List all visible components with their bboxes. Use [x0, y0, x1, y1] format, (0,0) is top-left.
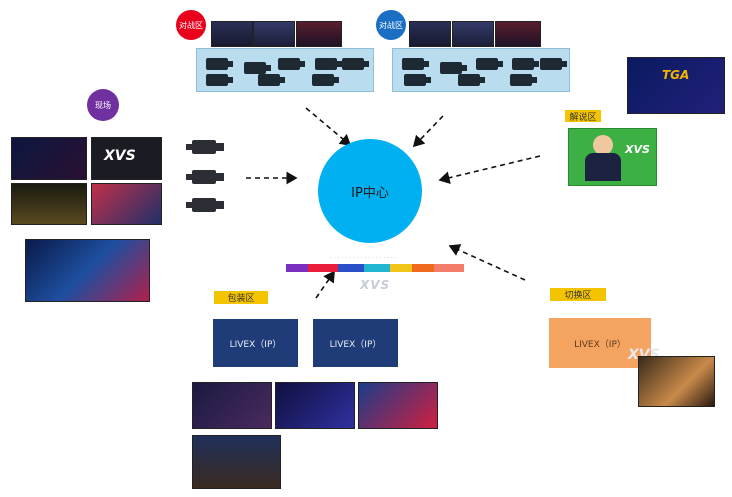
broadcast-camera-icon	[342, 58, 369, 70]
broadcast-camera-icon	[540, 58, 567, 70]
color-bar	[286, 264, 464, 272]
battle-left-screen-3	[296, 21, 342, 47]
battle-left-screen-1	[211, 21, 253, 47]
svg-text:· · · · · · · · · · · · · · ·: · · · · · · · · · · · · · · · · · ·	[330, 255, 397, 262]
packaging-tag: 包装区	[214, 291, 268, 304]
battle-right-badge: 对战区	[376, 10, 406, 40]
broadcast-camera-icon	[312, 74, 339, 86]
commentary-tag: 解说区	[565, 110, 601, 123]
broadcast-camera-icon	[258, 74, 285, 86]
broadcast-camera-icon	[458, 74, 485, 86]
presenter-icon	[593, 135, 613, 155]
broadcast-camera-icon	[315, 58, 342, 70]
switching-console-photo	[638, 356, 715, 407]
battle-right-screen-3	[495, 21, 541, 47]
livex-box-2: LIVEX（IP）	[313, 319, 398, 367]
arrow-battle-left	[305, 107, 352, 147]
venue-photo-5	[25, 239, 150, 302]
packaging-screen-3	[358, 382, 438, 429]
packaging-screen-1	[192, 382, 272, 429]
broadcast-camera-icon	[206, 58, 233, 70]
packaging-screen-4	[192, 435, 281, 489]
broadcast-camera-icon	[440, 62, 467, 74]
venue-photo-2: XVS	[91, 137, 162, 180]
switching-tag: 切换区	[550, 288, 606, 301]
ip-center: IP中心	[318, 139, 422, 243]
broadcast-camera-icon	[206, 74, 233, 86]
battle-left-screen-2	[253, 21, 295, 47]
arrow-packaging	[315, 270, 335, 299]
venue-badge: 现场	[87, 89, 119, 121]
packaging-screen-2	[275, 382, 355, 429]
battle-left-badge: 对战区	[176, 10, 206, 40]
battle-right-screen-1	[409, 21, 451, 47]
arrow-switching	[448, 244, 526, 281]
broadcast-camera-icon	[510, 74, 537, 86]
livex-box-3: LIVEX（IP）	[549, 318, 651, 368]
broadcast-camera-icon	[244, 62, 271, 74]
broadcast-camera-icon	[278, 58, 305, 70]
broadcast-camera-icon	[402, 58, 429, 70]
venue-cameras	[186, 140, 224, 212]
broadcast-camera-icon	[512, 58, 539, 70]
livex-box-1: LIVEX（IP）	[213, 319, 298, 367]
arrow-battle-right	[412, 115, 444, 148]
broadcast-camera-icon	[476, 58, 503, 70]
arrow-commentary	[438, 155, 541, 184]
xvs-logo-center: XVS	[360, 278, 391, 292]
venue-photo-4	[91, 183, 162, 225]
commentary-green-screen: XVS	[568, 128, 657, 186]
commentary-broadcast-screen: TGA	[627, 57, 725, 114]
ip-center-label: IP中心	[351, 185, 389, 201]
presenter-body	[585, 153, 621, 181]
venue-photo-1	[11, 137, 87, 180]
battle-right-screen-2	[452, 21, 494, 47]
venue-photo-3	[11, 183, 87, 225]
broadcast-camera-icon	[404, 74, 431, 86]
